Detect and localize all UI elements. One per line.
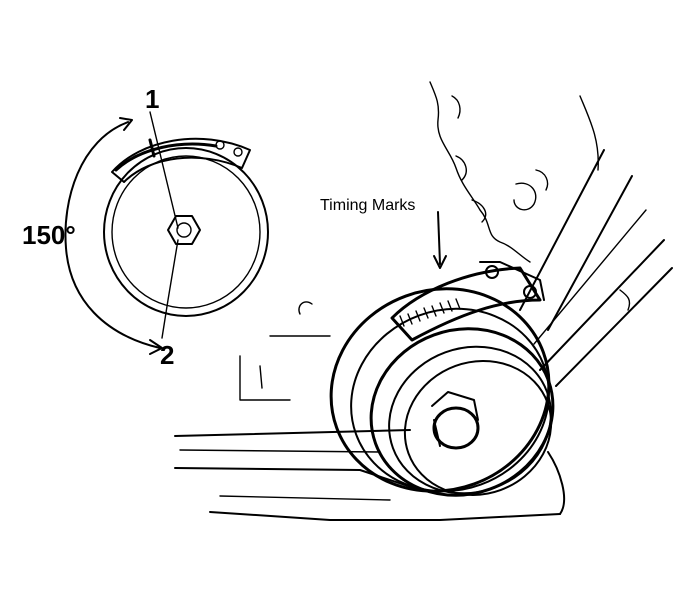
- pointer-1: [148, 138, 156, 158]
- hub-center: [176, 222, 192, 238]
- timing-marks-label: Timing Marks: [320, 197, 415, 214]
- rotation-arrow-top: [119, 117, 133, 131]
- engine-block: [174, 81, 673, 521]
- mark-1-label: 1: [145, 84, 159, 114]
- reference-line: [149, 111, 179, 339]
- pulley-detail: [64, 111, 269, 355]
- crank-pulley: [329, 287, 555, 497]
- rotation-arrow-bottom: [149, 339, 163, 355]
- mark-2-label: 2: [160, 340, 174, 370]
- angle-label: 150°: [22, 220, 76, 250]
- pulley-rim-outer: [103, 147, 269, 317]
- timing-plate-engine: [390, 261, 545, 342]
- timing-plate: [111, 137, 251, 183]
- hub-nut: [167, 215, 201, 245]
- plate-hole-2: [233, 147, 243, 157]
- drive-belt: [519, 149, 605, 311]
- timing-marks-leader: [437, 211, 441, 265]
- pulley-rim-inner: [111, 155, 261, 309]
- timing-graduations: [399, 298, 461, 327]
- plate-hole-1: [215, 140, 225, 150]
- timing-marks-arrow: [433, 255, 447, 269]
- pulley-bolt: [432, 406, 480, 450]
- rotation-arc: [64, 121, 161, 349]
